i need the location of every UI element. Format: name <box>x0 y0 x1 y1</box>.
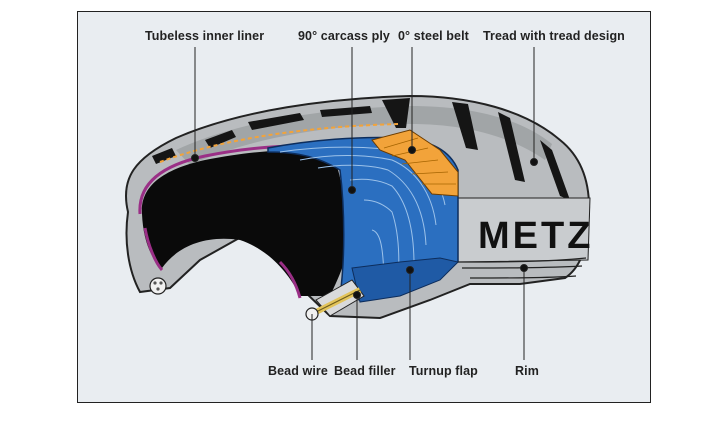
liner-dashed-line <box>159 123 401 163</box>
leader-lines <box>191 47 538 360</box>
label-steel-belt: 0° steel belt <box>398 29 469 43</box>
label-turnup-flap: Turnup flap <box>409 364 478 378</box>
label-rim: Rim <box>515 364 539 378</box>
inner-liner-bead <box>143 227 302 299</box>
steel-belt <box>371 129 459 197</box>
label-bead-wire: Bead wire <box>268 364 328 378</box>
sidewall-brand-text: METZ <box>478 215 593 257</box>
turnup-flap <box>351 257 459 303</box>
label-tread: Tread with tread design <box>483 29 625 43</box>
label-bead-filler: Bead filler <box>334 364 396 378</box>
tire-inner-cavity <box>141 150 345 296</box>
label-carcass-ply: 90° carcass ply <box>298 29 390 43</box>
label-tubeless-inner-liner: Tubeless inner liner <box>145 29 265 43</box>
tread-grooves <box>152 98 570 200</box>
